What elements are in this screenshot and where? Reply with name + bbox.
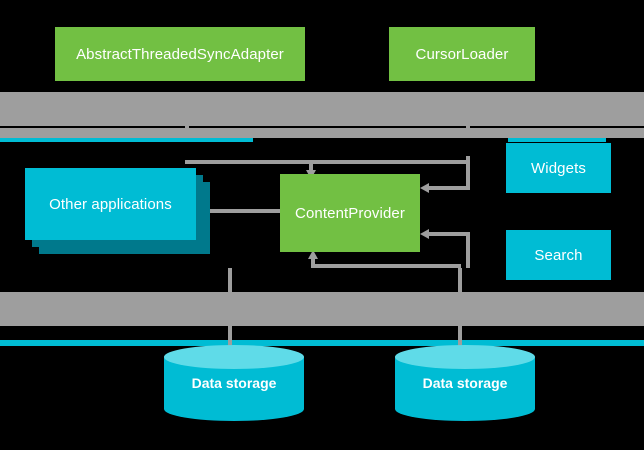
other-applications-stack-front[interactable]: Other applications [25,168,196,240]
accent-rule-right [508,138,606,142]
node-other-applications[interactable]: Other applications [25,168,210,254]
rail-sync-vertical [185,92,189,138]
arrowhead-into-provider-bottom [308,250,318,259]
node-data-storage-right[interactable]: Data storage [395,345,535,421]
accent-rule-left [0,138,188,142]
arrowhead-search-to-provider [420,229,429,239]
node-label-sync-adapter: AbstractThreadedSyncAdapter [76,45,284,63]
rail-storage-right-vertical [458,268,462,350]
cylinder-top-right [395,345,535,369]
connector-band-upper-edge [0,128,644,138]
rail-storage-left-vertical [228,268,232,350]
accent-rule-mid [188,138,253,142]
node-data-storage-left[interactable]: Data storage [164,345,304,421]
node-label-widgets: Widgets [531,159,586,177]
node-widgets[interactable]: Widgets [506,143,611,193]
rail-provider-out-horizontal [311,264,461,268]
rail-provider-out-rise [311,255,315,267]
rail-widgets-horizontal [426,186,470,190]
connector-band-lower [0,292,644,326]
node-label-search: Search [534,246,583,264]
node-content-provider[interactable]: ContentProvider [280,174,420,252]
node-label-cursor-loader: CursorLoader [415,45,509,63]
node-label-other-applications: Other applications [49,195,172,213]
cylinder-top-left [164,345,304,369]
node-label-data-storage-left: Data storage [191,375,277,391]
arrowhead-widgets-to-provider [420,183,429,193]
node-abstract-threaded-sync-adapter[interactable]: AbstractThreadedSyncAdapter [55,27,305,81]
rail-provider-in-horizontal [185,160,470,164]
node-search[interactable]: Search [506,230,611,280]
node-cursor-loader[interactable]: CursorLoader [389,27,535,81]
accent-rule-bottom [0,340,644,346]
node-label-content-provider: ContentProvider [295,204,405,222]
node-label-data-storage-right: Data storage [422,375,508,391]
rail-otherapps-horizontal [196,209,286,213]
rail-cursor-vertical [466,92,470,138]
connector-band-upper [0,92,644,126]
rail-provider-in-drop [309,160,313,174]
rail-search-horizontal [426,232,470,236]
rail-widgets-vertical [466,156,470,188]
rail-search-vertical [466,234,470,268]
